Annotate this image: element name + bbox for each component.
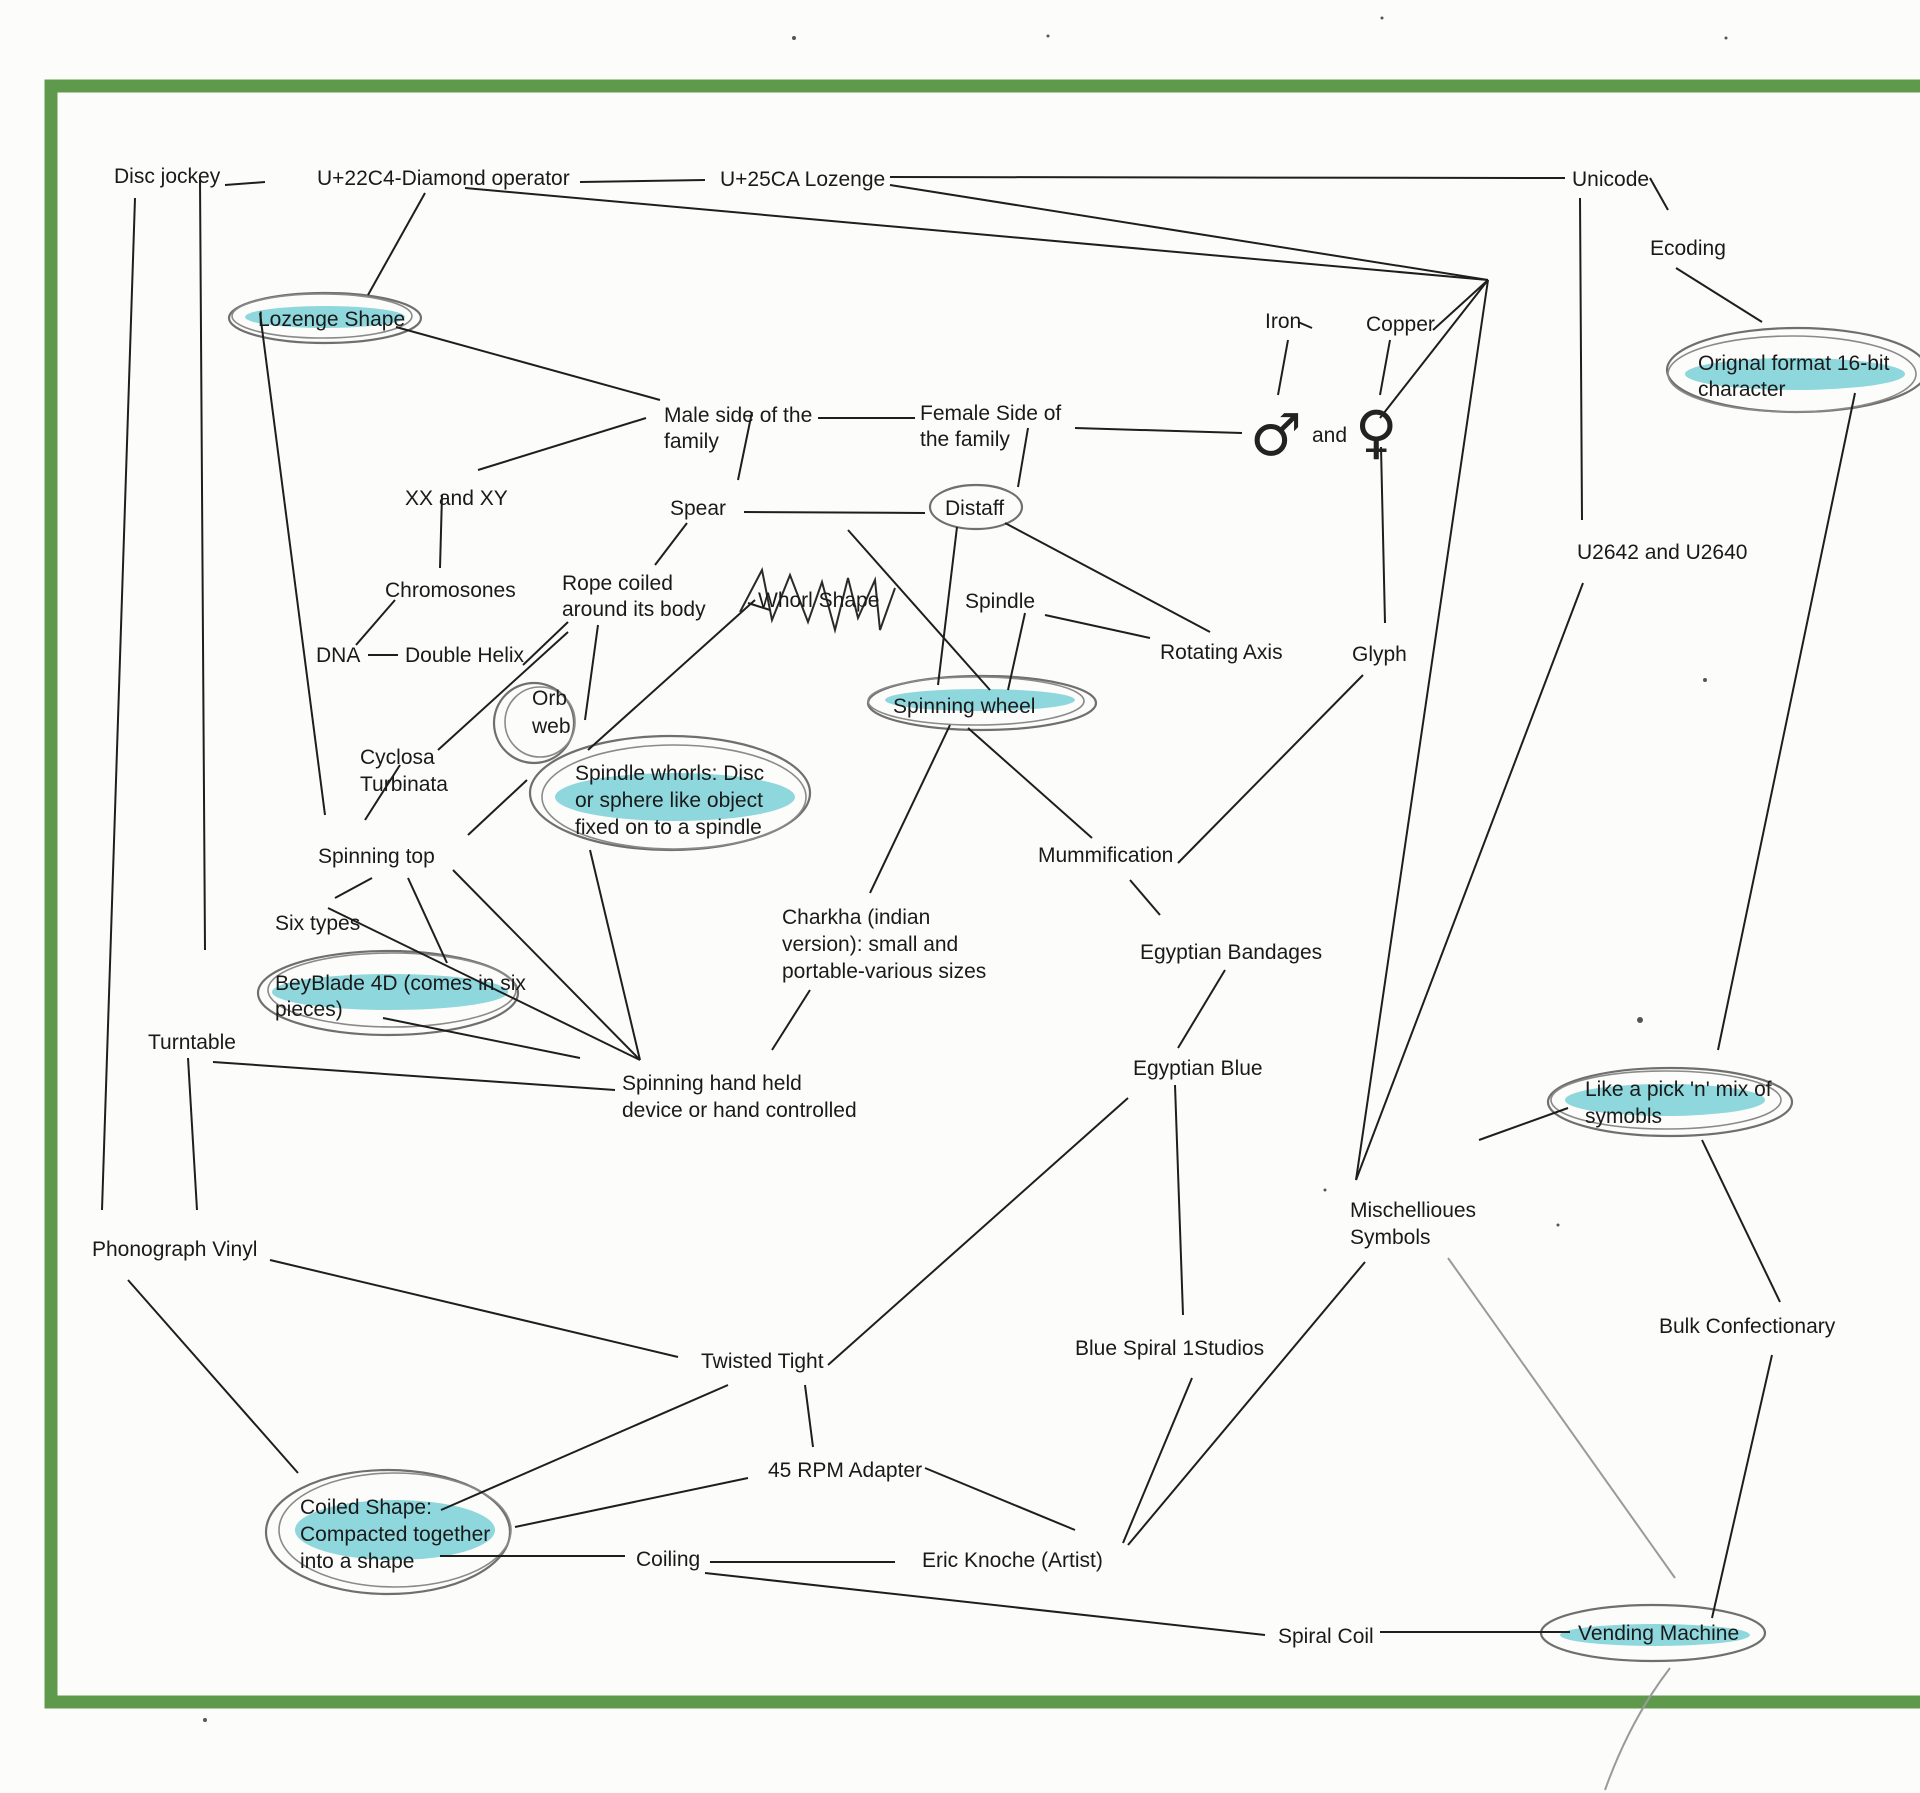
node-male-side: Male side of the family [664, 404, 818, 453]
highlight-orb-web [492, 681, 576, 765]
node-rope-coiled: Rope coiled around its body [562, 572, 706, 621]
node-spinning-top: Spinning top [318, 845, 435, 868]
node-and: and [1312, 424, 1347, 447]
edges [101, 176, 1856, 1791]
node-eric-knoche: Eric Knoche (Artist) [922, 1549, 1103, 1572]
node-spiral-coil: Spiral Coil [1278, 1625, 1374, 1648]
node-pick-n-mix: Like a pick 'n' mix of symobls [1585, 1078, 1777, 1128]
highlight-beyblade [256, 949, 520, 1037]
highlight-coiled-shape [264, 1468, 512, 1596]
node-glyph: Glyph [1352, 643, 1407, 666]
node-spear: Spear [670, 497, 726, 520]
node-lozenge: U+25CA Lozenge [720, 168, 885, 191]
male-symbol: ♂ [1250, 401, 1302, 469]
node-copper: Copper [1366, 313, 1435, 336]
whorl-scribble [739, 567, 896, 634]
node-disc-jockey: Disc jockey [114, 165, 221, 188]
node-whorl-shape: Whorl Shape [758, 589, 879, 612]
highlight-marks [227, 291, 1920, 1663]
node-original-format: Orignal format 16-bit character [1698, 352, 1895, 401]
node-lozenge-shape: Lozenge Shape [258, 308, 405, 331]
node-mummification: Mummification [1038, 844, 1173, 867]
paper-specks [203, 16, 1728, 1722]
node-iron: Iron [1265, 310, 1301, 333]
node-spinning-wheel: Spinning wheel [893, 695, 1035, 718]
node-egyptian-bandages: Egyptian Bandages [1140, 941, 1322, 964]
node-turntable: Turntable [148, 1031, 236, 1054]
node-spinning-hand: Spinning hand held device or hand contro… [622, 1072, 857, 1122]
node-female-side: Female Side of the family [920, 402, 1067, 451]
highlight-spinning-wheel [866, 674, 1098, 732]
node-chromosomes: Chromosones [385, 579, 516, 602]
node-mischellioues: Mischellioues Symbols [1350, 1199, 1482, 1249]
node-blue-spiral: Blue Spiral 1Studios [1075, 1337, 1264, 1360]
node-double-helix: Double Helix [405, 644, 525, 667]
node-diamond-operator: U+22C4-Diamond operator [317, 167, 570, 190]
node-coiling: Coiling [636, 1548, 700, 1571]
node-unicode: Unicode [1572, 168, 1649, 191]
node-phonograph: Phonograph Vinyl [92, 1238, 257, 1261]
green-frame [44, 79, 1920, 1709]
node-rotating-axis: Rotating Axis [1160, 641, 1283, 664]
node-xx-xy: XX and XY [405, 487, 508, 510]
node-bulk-confectionary: Bulk Confectionary [1659, 1315, 1836, 1338]
node-six-types: Six types [275, 912, 360, 935]
node-distaff: Distaff [945, 497, 1004, 520]
node-spindle-whorls: Spindle whorls: Disc or sphere like obje… [575, 762, 770, 839]
node-cyclosa: Cyclosa Turbinata [360, 746, 448, 796]
node-spindle: Spindle [965, 590, 1035, 613]
node-rpm-adapter: 45 RPM Adapter [768, 1459, 922, 1482]
node-vending-machine: Vending Machine [1578, 1622, 1739, 1645]
highlight-pick-n-mix [1546, 1066, 1794, 1138]
node-labels: Disc jockey U+22C4-Diamond operator U+25… [92, 165, 1895, 1648]
node-charkha: Charkha (indian version): small and port… [782, 906, 986, 983]
highlight-original-format [1665, 326, 1920, 414]
highlight-spindle-whorls [528, 734, 812, 852]
node-egyptian-blue: Egyptian Blue [1133, 1057, 1263, 1080]
node-twisted-tight: Twisted Tight [701, 1350, 824, 1373]
node-ecoding: Ecoding [1650, 237, 1726, 260]
node-dna: DNA [316, 644, 360, 667]
highlight-lozenge-shape [227, 291, 423, 345]
node-beyblade: BeyBlade 4D (comes in six pieces) [275, 972, 532, 1021]
highlight-distaff [928, 483, 1024, 531]
node-coiled-shape: Coiled Shape: Compacted together into a … [300, 1496, 496, 1573]
female-symbol: ♀ [1355, 398, 1397, 466]
node-orb-web: Orb web [531, 687, 573, 738]
node-u2642: U2642 and U2640 [1577, 541, 1747, 564]
